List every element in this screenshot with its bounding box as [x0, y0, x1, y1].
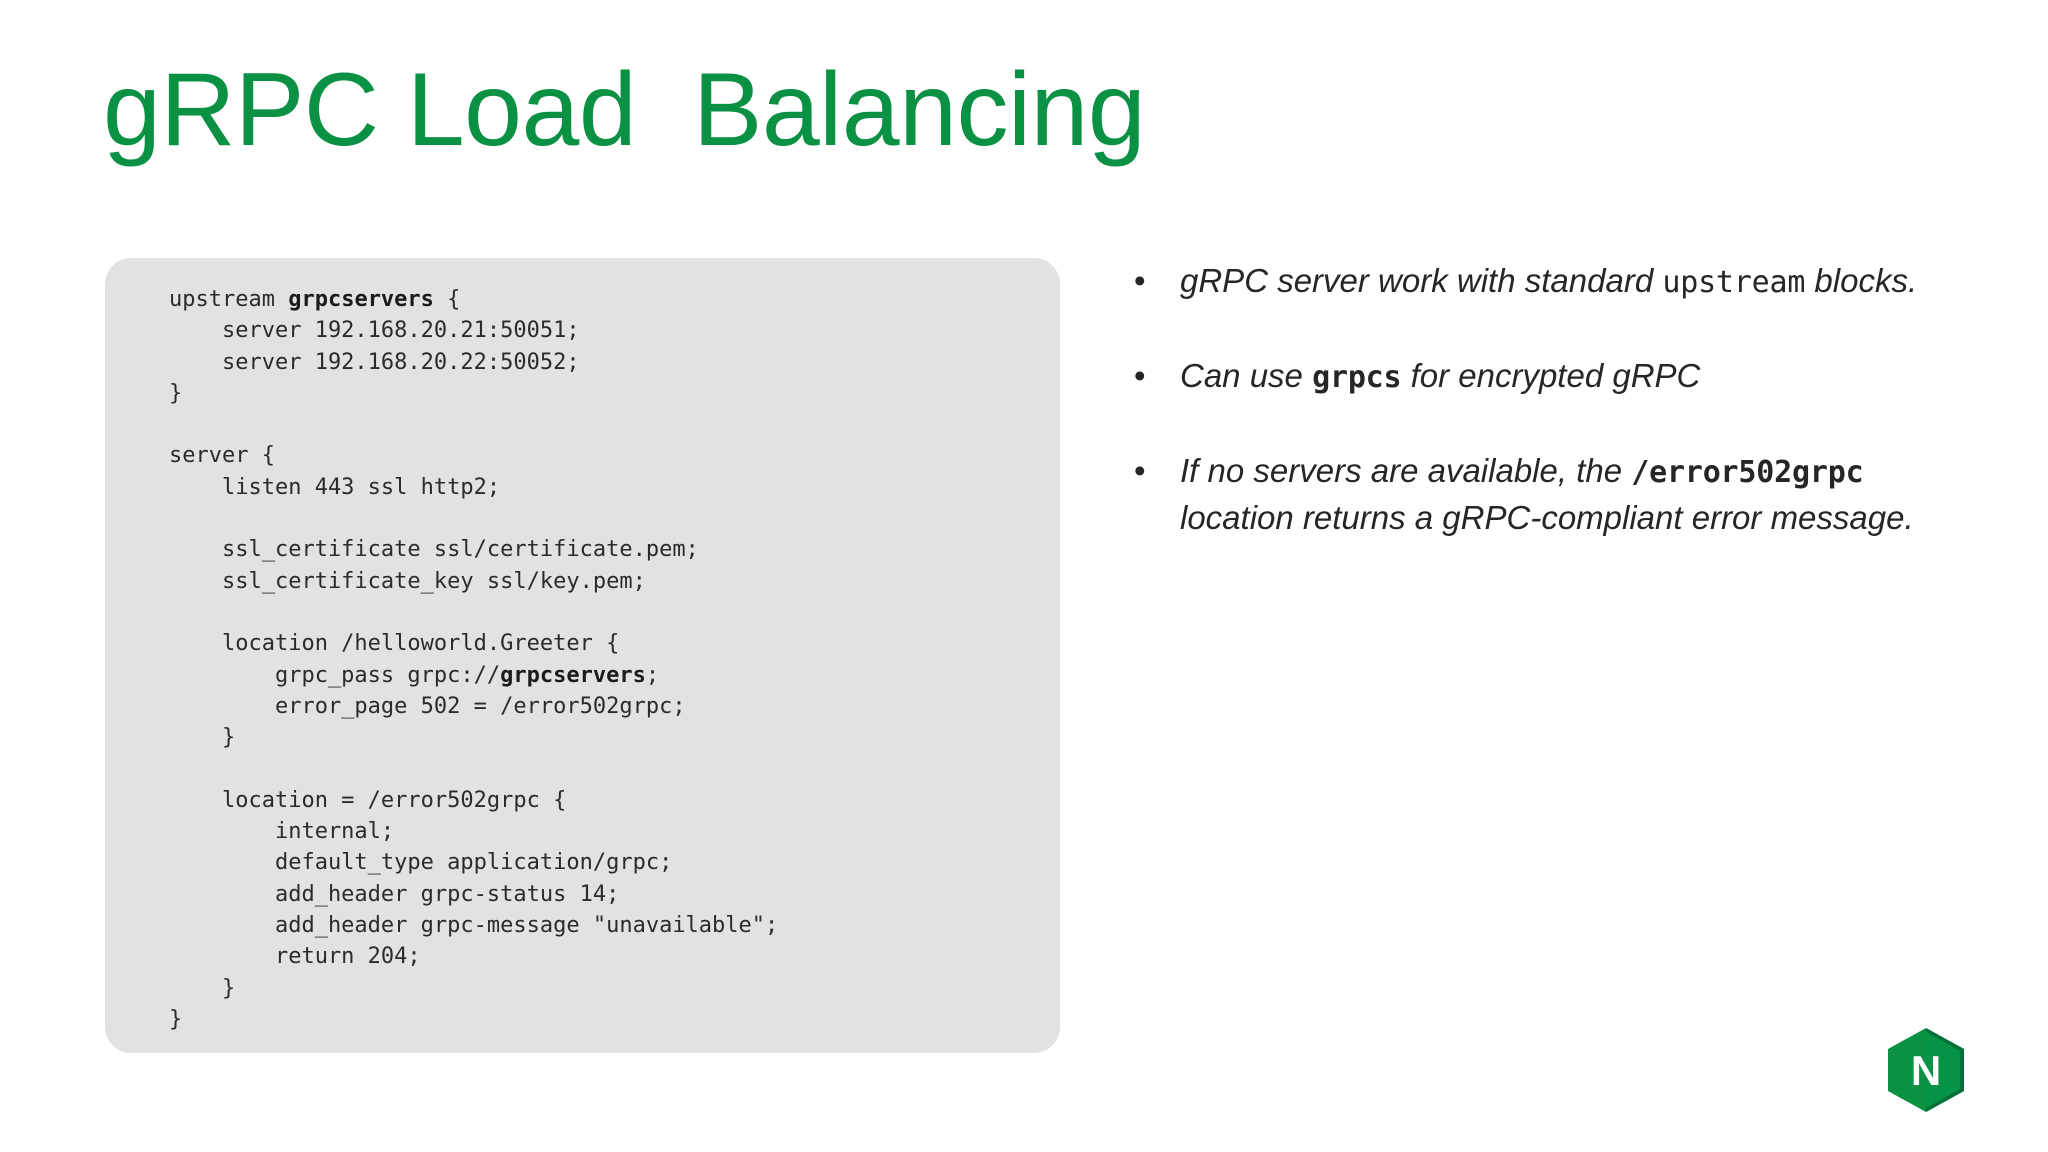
code-text: ; [645, 662, 660, 688]
code-text: grpc_pass grpc:// [169, 662, 501, 688]
code-line [169, 409, 1030, 440]
bullet-text: gRPC server work with standard upstream … [1180, 262, 1918, 300]
code-line: server 192.168.20.21:50051; [169, 318, 580, 344]
nginx-config-code: upstream grpcservers { server 192.168.20… [169, 284, 1030, 1035]
page-title: gRPC Load Balancing [103, 52, 1146, 168]
code-line [169, 503, 1030, 534]
bullet-marker-icon: • [1134, 357, 1146, 394]
code-line: upstream grpcservers { [169, 284, 1030, 315]
inline-code: grpcs [1312, 360, 1402, 395]
bullet-text-run: for encrypted gRPC [1401, 357, 1701, 394]
inline-code: /error502grpc [1631, 455, 1864, 490]
code-panel: upstream grpcservers { server 192.168.20… [105, 258, 1060, 1053]
code-line: grpc_pass grpc://grpcservers; [169, 660, 1030, 691]
bullet-text: If no servers are available, the /error5… [1180, 452, 1914, 536]
bullet-text-run: Can use [1180, 357, 1313, 394]
bullet-text-run: gRPC server work with standard [1180, 262, 1663, 299]
code-line [169, 753, 1030, 784]
code-line: default_type application/grpc; [169, 850, 673, 876]
code-line: } [169, 975, 236, 1001]
code-line: ssl_certificate_key ssl/key.pem; [169, 568, 646, 594]
code-line: add_header grpc-status 14; [169, 881, 620, 907]
bullet-item: • Can use grpcs for encrypted gRPC [1128, 353, 1928, 400]
bullet-text-run: location returns a gRPC-compliant error … [1180, 499, 1914, 536]
code-line: server { [169, 443, 275, 469]
code-line: } [169, 1006, 183, 1032]
code-line: location /helloworld.Greeter { [169, 631, 620, 657]
code-line: listen 443 ssl http2; [169, 474, 501, 500]
code-line: server 192.168.20.22:50052; [169, 349, 580, 375]
code-line: error_page 502 = /error502grpc; [169, 693, 686, 719]
code-emphasis: grpcservers [288, 287, 434, 312]
svg-text:N: N [1911, 1047, 1941, 1094]
bullet-text-run: If no servers are available, the [1180, 452, 1632, 489]
inline-code: upstream [1662, 265, 1806, 300]
bullet-marker-icon: • [1134, 452, 1146, 489]
code-text: { [433, 287, 461, 312]
code-line: ssl_certificate ssl/certificate.pem; [169, 537, 699, 563]
code-line: add_header grpc-message "unavailable"; [169, 912, 779, 938]
code-line: } [169, 380, 183, 406]
nginx-logo: N [1888, 1028, 1964, 1112]
code-line: return 204; [169, 944, 421, 970]
code-line [169, 597, 1030, 628]
bullet-item: • gRPC server work with standard upstream… [1128, 258, 1928, 305]
code-emphasis: grpcservers [500, 662, 646, 688]
bullet-marker-icon: • [1134, 262, 1146, 299]
bullet-text-run: blocks. [1805, 262, 1918, 299]
bullet-text: Can use grpcs for encrypted gRPC [1180, 357, 1701, 395]
code-text: upstream [169, 287, 289, 312]
code-line: location = /error502grpc { [169, 787, 567, 813]
code-line: internal; [169, 819, 395, 845]
code-line: } [169, 725, 236, 751]
bullet-list: • gRPC server work with standard upstream… [1128, 258, 1928, 540]
bullet-item: • If no servers are available, the /error… [1128, 448, 1928, 540]
